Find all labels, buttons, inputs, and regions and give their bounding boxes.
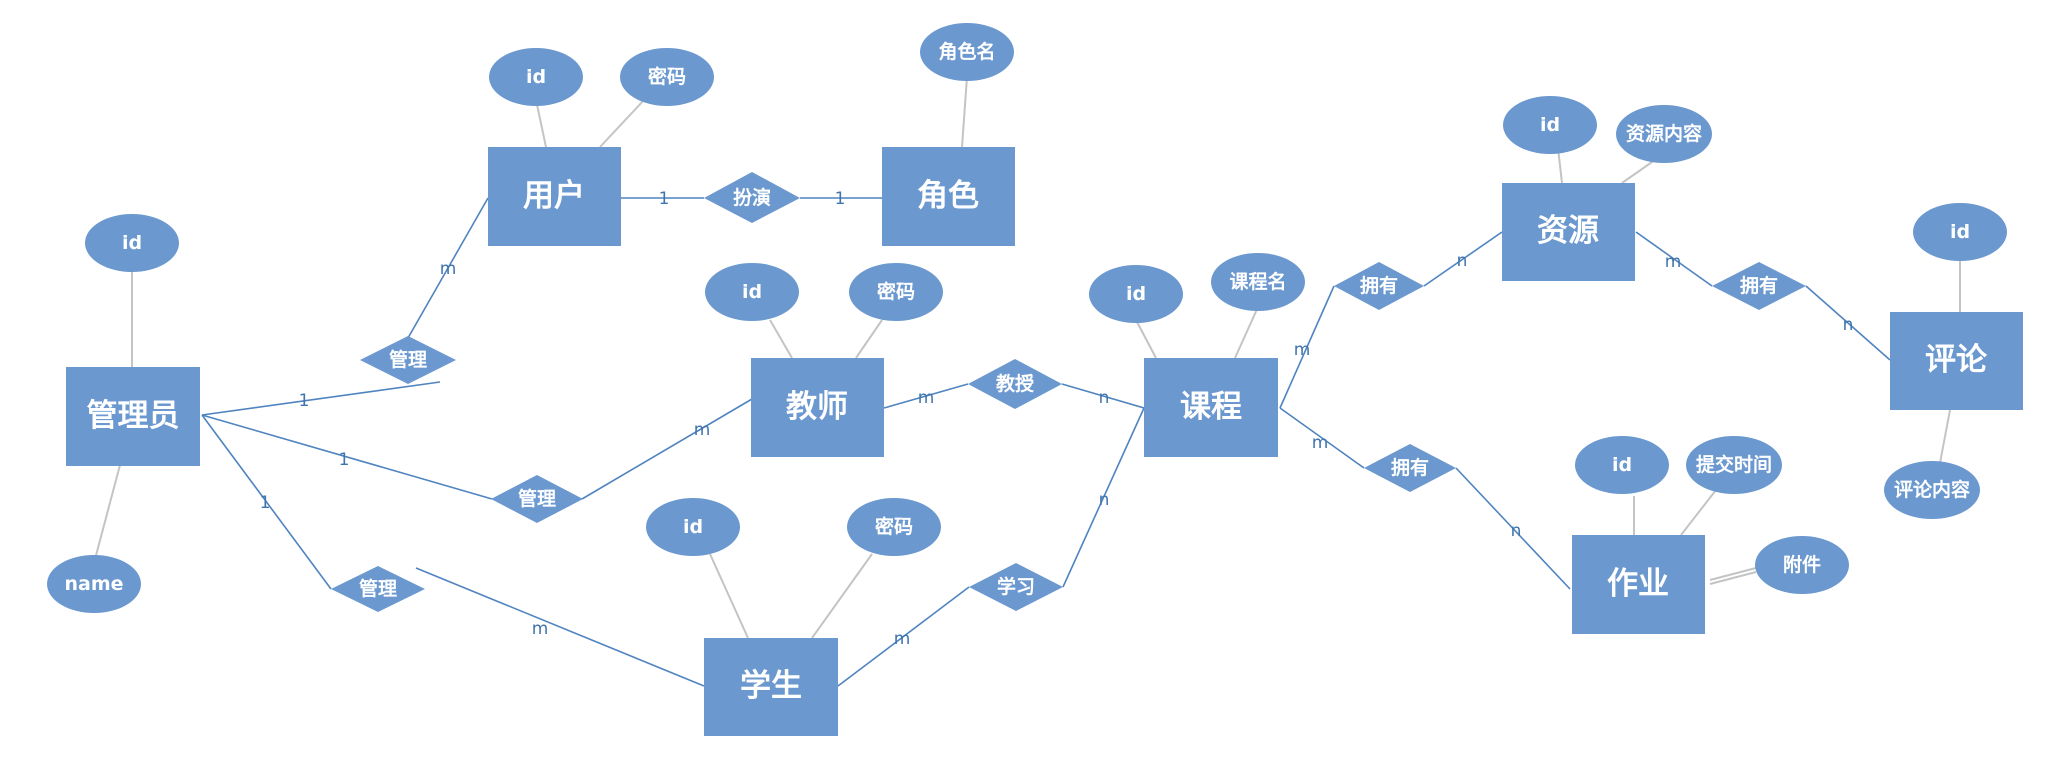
svg-text:密码: 密码 — [877, 280, 915, 303]
svg-text:id: id — [742, 281, 762, 303]
svg-text:教师: 教师 — [786, 389, 848, 425]
cardinality-label: m — [440, 259, 457, 279]
cardinality-label: 1 — [339, 450, 350, 470]
relationship-learn: 学习 — [969, 563, 1063, 611]
svg-text:学习: 学习 — [997, 575, 1035, 598]
svg-text:管理: 管理 — [389, 348, 427, 371]
entity-user: 用户 — [488, 147, 621, 246]
attribute-teacher-id: id — [705, 263, 799, 321]
cardinality-label: n — [1511, 521, 1522, 541]
cardinality-label: m — [532, 619, 549, 639]
attribute-course-name: 课程名 — [1211, 253, 1305, 311]
attribute-comment-content: 评论内容 — [1884, 461, 1980, 519]
attribute-role-name: 角色名 — [920, 23, 1014, 81]
relationship-play: 扮演 — [704, 172, 800, 223]
cardinality-label: n — [1099, 490, 1110, 510]
cardinality-label: 1 — [659, 189, 670, 209]
svg-text:附件: 附件 — [1783, 553, 1821, 576]
cardinality-label: m — [918, 388, 935, 408]
svg-text:id: id — [683, 516, 703, 538]
svg-text:扮演: 扮演 — [733, 186, 771, 209]
svg-text:id: id — [1540, 114, 1560, 136]
attribute-admin-name: name — [47, 555, 141, 613]
entity-comment: 评论 — [1890, 312, 2023, 410]
svg-text:拥有: 拥有 — [1391, 456, 1429, 479]
cardinality-label: 1 — [260, 493, 271, 513]
entity-homework: 作业 — [1572, 535, 1705, 634]
svg-text:id: id — [1950, 221, 1970, 243]
svg-text:教授: 教授 — [996, 372, 1035, 395]
svg-text:评论内容: 评论内容 — [1894, 478, 1970, 501]
attribute-user-password: 密码 — [620, 48, 714, 106]
svg-text:密码: 密码 — [875, 515, 913, 538]
attribute-homework-id: id — [1575, 436, 1669, 494]
cardinality-label: m — [1665, 252, 1682, 272]
cardinality-label: m — [1294, 340, 1311, 360]
relationship-lines — [201, 197, 1891, 687]
svg-text:角色: 角色 — [917, 178, 979, 214]
svg-text:评论: 评论 — [1925, 342, 1988, 378]
cardinality-label: m — [894, 629, 911, 649]
relationship-has-homework: 拥有 — [1364, 444, 1456, 492]
svg-text:用户: 用户 — [523, 178, 585, 214]
svg-text:name: name — [64, 573, 123, 595]
svg-text:id: id — [1126, 283, 1146, 305]
attribute-student-id: id — [646, 498, 740, 556]
svg-text:管理员: 管理员 — [87, 398, 180, 434]
cardinality-label: 1 — [835, 189, 846, 209]
svg-text:课程: 课程 — [1180, 389, 1242, 425]
relationship-manage-student: 管理 — [331, 566, 425, 612]
cardinality-label: 1 — [299, 391, 310, 411]
attribute-homework-attachment: 附件 — [1755, 536, 1849, 594]
svg-text:密码: 密码 — [648, 65, 686, 88]
attribute-admin-id: id — [85, 214, 179, 272]
attribute-comment-id: id — [1913, 203, 2007, 261]
entity-course: 课程 — [1144, 358, 1278, 457]
relationship-teach: 教授 — [968, 359, 1062, 409]
cardinality-label: m — [694, 420, 711, 440]
cardinality-label: n — [1457, 251, 1468, 271]
entity-admin: 管理员 — [66, 367, 200, 466]
relationship-manage-user: 管理 — [360, 336, 456, 384]
svg-text:资源内容: 资源内容 — [1626, 122, 1702, 145]
svg-text:id: id — [1612, 454, 1632, 476]
svg-text:提交时间: 提交时间 — [1696, 453, 1772, 476]
relationship-has-comment: 拥有 — [1712, 262, 1806, 310]
cardinality-labels: 1 1 m 1 1 m 1 m m n m n m n m n m n — [260, 189, 1854, 649]
attribute-homework-submit-time: 提交时间 — [1686, 436, 1782, 494]
svg-text:课程名: 课程名 — [1229, 270, 1286, 293]
svg-text:角色名: 角色名 — [938, 40, 995, 63]
svg-text:学生: 学生 — [740, 668, 802, 704]
relationship-manage-teacher: 管理 — [491, 475, 583, 523]
entity-resource: 资源 — [1502, 183, 1635, 281]
attribute-user-id: id — [489, 48, 583, 106]
cardinality-label: m — [1312, 433, 1329, 453]
relationship-has-resource: 拥有 — [1334, 262, 1424, 310]
cardinality-label: n — [1099, 388, 1110, 408]
attribute-resource-content: 资源内容 — [1616, 105, 1712, 163]
attribute-course-id: id — [1089, 265, 1183, 323]
svg-text:拥有: 拥有 — [1740, 274, 1778, 297]
svg-text:管理: 管理 — [359, 577, 397, 600]
cardinality-label: n — [1843, 315, 1854, 335]
svg-text:管理: 管理 — [518, 487, 556, 510]
svg-text:拥有: 拥有 — [1360, 274, 1398, 297]
svg-text:资源: 资源 — [1537, 213, 1599, 249]
entity-teacher: 教师 — [751, 358, 884, 457]
attribute-student-password: 密码 — [847, 498, 941, 556]
svg-text:id: id — [526, 66, 546, 88]
attribute-teacher-password: 密码 — [849, 263, 943, 321]
attribute-resource-id: id — [1503, 96, 1597, 154]
svg-text:作业: 作业 — [1607, 566, 1669, 602]
entity-role: 角色 — [882, 147, 1015, 246]
entity-student: 学生 — [704, 638, 838, 736]
svg-text:id: id — [122, 232, 142, 254]
